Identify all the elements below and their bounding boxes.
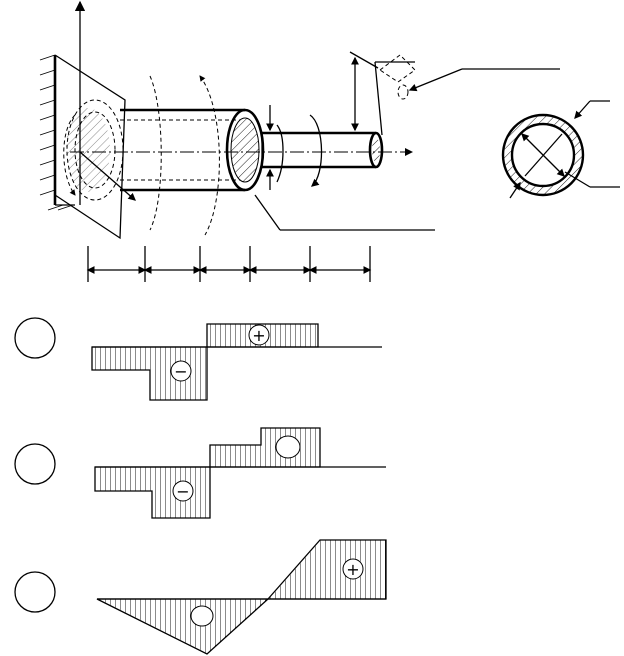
plot-3-empty-circle bbox=[190, 605, 214, 627]
section-plane bbox=[54, 54, 126, 240]
plot-3-positive-region bbox=[266, 539, 387, 600]
plot-3-label-circle bbox=[14, 571, 56, 613]
plot-1: − + bbox=[14, 317, 382, 401]
plot-2: − bbox=[14, 427, 386, 519]
cross-section bbox=[501, 100, 620, 199]
load-arm bbox=[349, 51, 416, 136]
plot-1-plus-circle bbox=[248, 324, 270, 346]
diagonal-axis bbox=[79, 151, 136, 201]
plot-3: + bbox=[14, 539, 387, 655]
plot-1-minus-circle bbox=[170, 360, 192, 382]
plot-2-positive-region bbox=[209, 427, 321, 468]
large-tube bbox=[66, 99, 265, 201]
plot-3-plus-circle bbox=[342, 558, 364, 580]
plot-2-label-circle bbox=[14, 443, 56, 485]
plot-2-minus-circle bbox=[172, 480, 194, 502]
plot-2-empty-circle bbox=[275, 435, 301, 459]
plot-3-negative-region bbox=[96, 598, 270, 655]
plot-1-label-circle bbox=[14, 317, 56, 359]
dimension-line bbox=[86, 246, 372, 282]
leader-bottom bbox=[254, 194, 281, 231]
plot-3-plus-sign: + bbox=[346, 560, 359, 579]
plot-1-minus-sign: − bbox=[174, 362, 187, 381]
torque-arcs bbox=[63, 75, 323, 236]
shaft-drawing bbox=[39, 0, 560, 282]
plot-1-plus-sign: + bbox=[252, 326, 265, 345]
plot-2-minus-sign: − bbox=[176, 482, 189, 501]
